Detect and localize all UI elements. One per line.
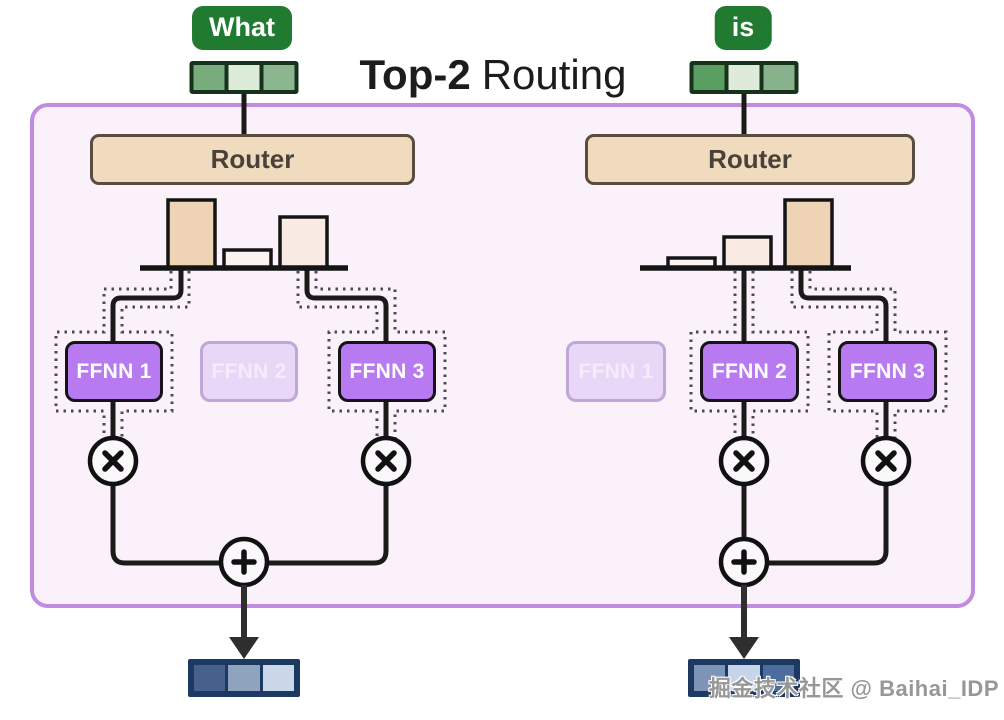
add-icon-left: [218, 536, 270, 588]
expert-left-ffnn1: FFNN 1: [65, 341, 163, 402]
multiply-icon-left-3: [360, 435, 412, 487]
output-cell: [194, 665, 226, 691]
output-arrow-right: [729, 585, 759, 659]
embedding-cell: [263, 65, 295, 90]
router-box-left: Router: [90, 134, 415, 185]
router-right-bar-ffnn3: [783, 198, 834, 270]
multiply-icon-right-3: [860, 435, 912, 487]
multiply-icon-left-1: [87, 435, 139, 487]
output-embedding-left: [188, 659, 300, 697]
multiply-icon-right-2: [718, 435, 770, 487]
router-left-bar-ffnn3: [278, 215, 329, 270]
embedding-cell: [728, 65, 760, 90]
expert-right-ffnn1: FFNN 1: [566, 341, 666, 402]
selection-outline-right-ffnn2: [689, 271, 810, 448]
title-top2: Top-2: [359, 51, 471, 98]
output-cell: [728, 665, 760, 691]
line-left-bar3-to-ffnn3: [304, 268, 389, 341]
operator-circles: [87, 435, 912, 588]
output-cell: [694, 665, 726, 691]
output-arrow-left: [229, 585, 259, 659]
expert-right-ffnn3: FFNN 3: [838, 341, 937, 402]
selection-outline-left-ffnn1: [54, 271, 191, 448]
add-icon-right: [718, 536, 770, 588]
token-embedding-is: [689, 61, 799, 94]
expert-right-ffnn2: FFNN 2: [700, 341, 799, 402]
connector-lines: [110, 93, 889, 566]
router-right-bars: [640, 198, 851, 271]
embedding-cell: [693, 65, 725, 90]
line-right-mul3-to-add: [767, 485, 889, 566]
router-box-right: Router: [585, 134, 915, 185]
token-embedding-what: [189, 61, 299, 94]
embedding-cell: [228, 65, 260, 90]
token-chip-is: is: [714, 6, 772, 50]
output-cell: [262, 665, 294, 691]
output-cell: [762, 665, 794, 691]
embedding-cell: [193, 65, 225, 90]
line-left-bar1-to-ffnn1: [110, 268, 184, 341]
line-right-bar3-to-ffnn3: [798, 268, 889, 341]
token-chip-what: What: [192, 6, 292, 50]
router-left-bar-ffnn1: [166, 198, 217, 270]
router-left-bars: [140, 198, 348, 271]
watermark: 掘金技术社区 @ Baihai_IDP: [708, 676, 999, 701]
output-cell: [228, 665, 260, 691]
expert-left-ffnn2: FFNN 2: [200, 341, 298, 402]
output-embedding-right: [688, 659, 800, 697]
line-left-mul1-to-add: [110, 485, 221, 566]
router-right-bar-ffnn2: [722, 235, 773, 270]
title-routing: Routing: [481, 51, 627, 98]
expert-left-ffnn3: FFNN 3: [338, 341, 436, 402]
selection-outline-right-ffnn3: [790, 271, 948, 448]
selection-outline-left-ffnn3: [296, 271, 447, 448]
line-left-mul3-to-add: [267, 485, 389, 566]
moe-layer-panel: [30, 103, 975, 608]
embedding-cell: [763, 65, 795, 90]
